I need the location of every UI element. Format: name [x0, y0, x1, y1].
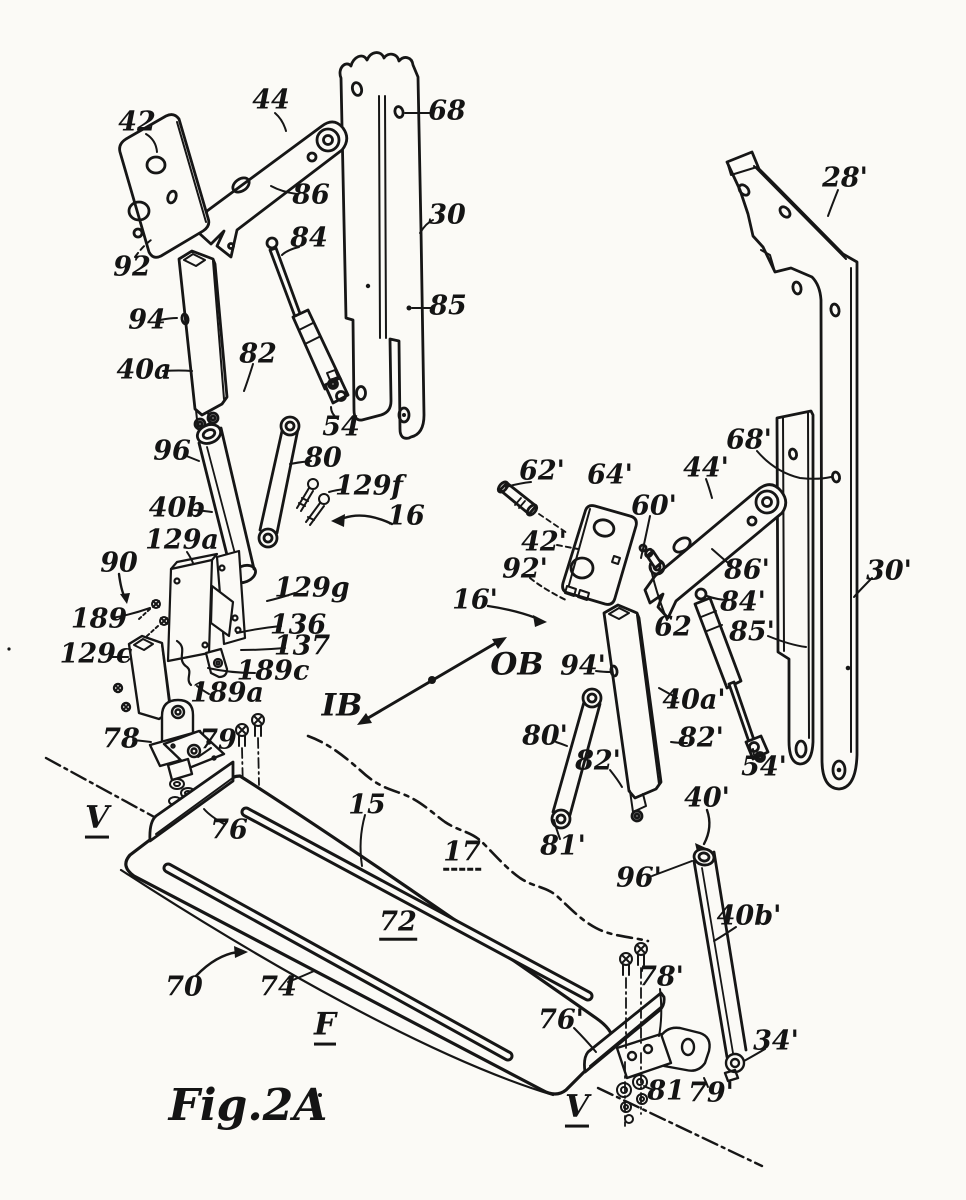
right-screws-78-prime [619, 942, 648, 1051]
strap-189c [175, 639, 193, 687]
slot-15-upper [240, 806, 594, 1002]
left-rail-30 [338, 51, 426, 440]
screws-129f [296, 478, 330, 526]
slot-15-lower [162, 862, 514, 1062]
section-line-v-right [596, 1086, 764, 1168]
screws-at-79 [235, 713, 265, 793]
left-post-40a [177, 249, 229, 431]
right-rail-30-prime [775, 409, 815, 766]
ink-speck [7, 647, 11, 651]
arrow-16-prime [486, 604, 547, 627]
right-washer-stack [616, 1052, 648, 1127]
right-post-40a-prime [602, 603, 663, 823]
hinge-bracket-78 [148, 698, 226, 782]
break-line-17 [306, 734, 650, 943]
inboard-outboard-arrow [357, 637, 507, 725]
right-plate-42-prime [561, 504, 638, 606]
right-pin-62-prime [496, 480, 568, 534]
arrow-90 [117, 572, 130, 604]
right-link-80-prime [550, 687, 603, 830]
right-bracket-78-prime [615, 1026, 746, 1083]
arrow-70 [194, 946, 248, 978]
ink-speck [318, 1093, 322, 1097]
left-plate-42 [118, 113, 211, 259]
screws-189 [138, 599, 169, 637]
right-mast-28-prime [725, 150, 859, 791]
left-gas-spring-84 [265, 236, 350, 405]
tube-129c [112, 634, 173, 721]
flange-76 [148, 760, 235, 843]
leader-lines [109, 112, 873, 1091]
left-link-80 [257, 415, 301, 549]
left-arm-44 [198, 120, 349, 259]
platform-70-72 [119, 774, 615, 1097]
bracket-cluster-129a-90 [166, 549, 247, 687]
right-gas-spring-84-prime [693, 587, 770, 763]
right-tube-96-40b-prime [692, 847, 748, 1059]
arrow-16 [331, 514, 394, 527]
